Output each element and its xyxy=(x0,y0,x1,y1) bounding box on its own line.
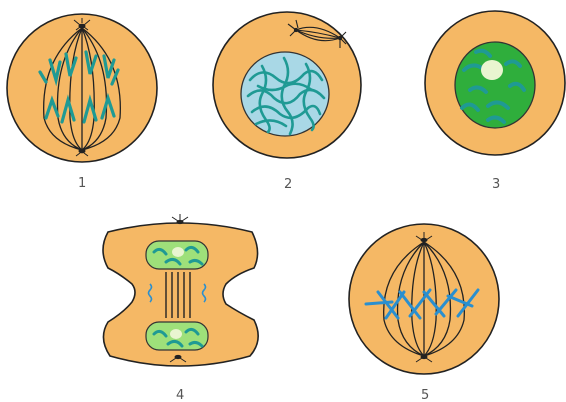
cell-3 xyxy=(425,11,565,155)
cell-5-label: 5 xyxy=(421,388,429,402)
cell-4-label: 4 xyxy=(176,388,184,402)
cell-1 xyxy=(7,14,157,162)
cell-2-nucleus-icon xyxy=(241,52,329,136)
cell-3-label: 3 xyxy=(492,177,500,192)
cell-3-nucleolus-icon xyxy=(481,60,503,80)
cell-4-nucleolus-bottom-icon xyxy=(170,329,182,339)
cell-1-label: 1 xyxy=(78,176,86,191)
cell-5 xyxy=(349,224,499,374)
cell-2-label: 2 xyxy=(284,177,292,192)
cell-4 xyxy=(103,214,258,366)
cell-2 xyxy=(213,12,361,158)
cell-4-nucleolus-top-icon xyxy=(172,247,184,257)
cell-3-nucleus-icon xyxy=(455,42,535,128)
